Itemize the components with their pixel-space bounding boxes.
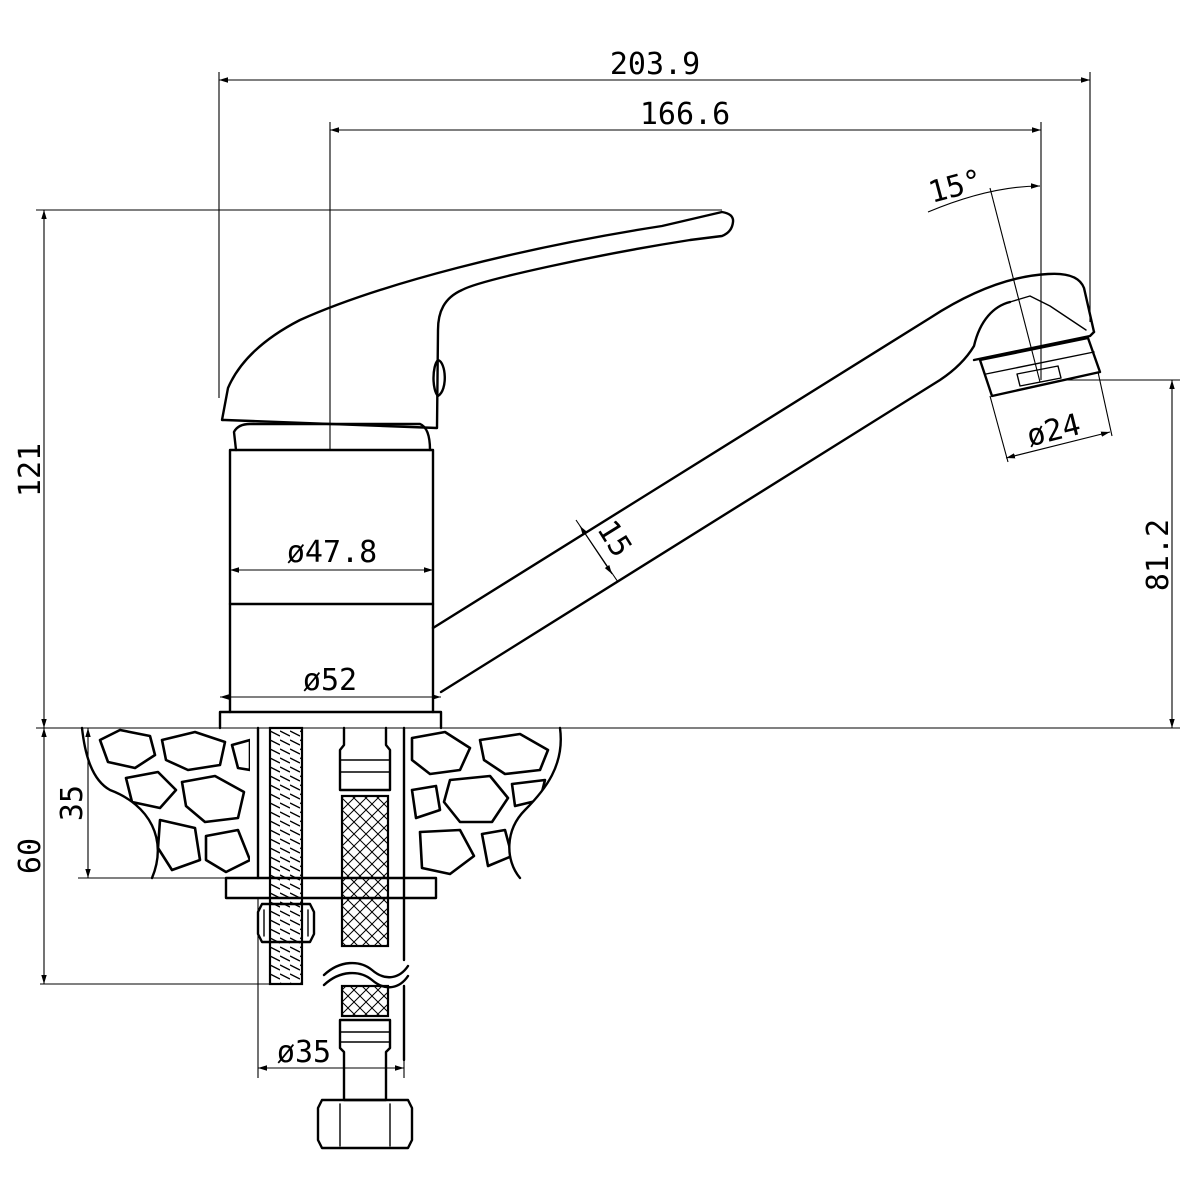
hose-connector-top <box>338 726 392 792</box>
aerator <box>978 336 1102 398</box>
dim-base-diameter: ø52 <box>303 663 357 698</box>
dim-spout-height: 81.2 <box>1141 519 1176 591</box>
countertop-right-outline <box>508 726 562 880</box>
spout-upper-edge <box>431 272 1096 630</box>
body-cap <box>232 422 432 452</box>
dim-spout-angle: 15° <box>925 163 986 211</box>
spout-tip-inner <box>1009 295 1087 331</box>
dim-countertop-thickness: 35 <box>55 785 90 821</box>
hose-break <box>322 961 410 979</box>
stone-hatch <box>98 728 550 876</box>
hose-nut <box>316 1098 414 1150</box>
body-lower <box>228 602 435 714</box>
handle-button <box>432 358 446 398</box>
dim-total-height: 121 <box>13 443 48 497</box>
countertop-section <box>80 726 562 900</box>
aerator-ring <box>1016 365 1062 387</box>
spout-lower-edge <box>439 300 1012 694</box>
threaded-rod <box>256 726 316 986</box>
faucet-body <box>218 422 443 730</box>
spout <box>431 272 1102 694</box>
countertop-left-outline <box>80 726 160 880</box>
dim-under-counter-length: 60 <box>13 838 48 874</box>
dim-body-diameter: ø47.8 <box>287 535 377 570</box>
spout-tip <box>972 330 1096 362</box>
dim-aerator-diameter: ø24 <box>1023 407 1084 454</box>
dim-overall-width: 203.9 <box>610 47 700 82</box>
dim-mount-hole-diameter: ø35 <box>277 1035 331 1070</box>
dim-spout-reach: 166.6 <box>640 97 730 132</box>
handle-outline <box>220 210 735 430</box>
dimensions: 203.9 166.6 15° 121 ø47.8 15 ø52 ø24 81.… <box>13 47 1180 1078</box>
flex-hose <box>316 726 414 1150</box>
dim-spout-thickness: 15 <box>590 514 639 563</box>
body-upper <box>228 448 435 606</box>
base-flange <box>218 710 443 730</box>
lever-handle <box>220 210 735 430</box>
